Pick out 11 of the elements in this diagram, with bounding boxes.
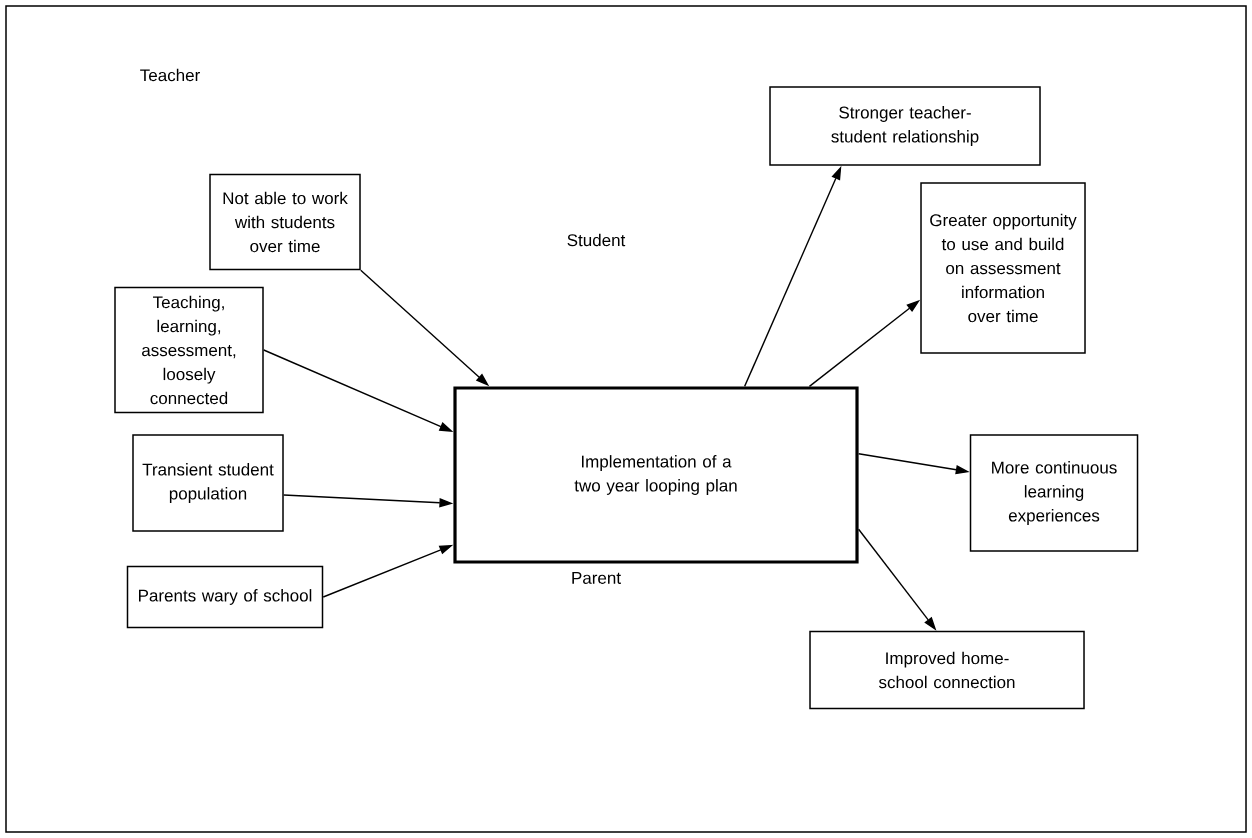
- group-label: Teacher: [140, 68, 200, 82]
- factor-box: Improved home-school connection: [809, 630, 1085, 710]
- factor-box: Stronger teacher-student relationship: [769, 86, 1041, 166]
- factor-box: Transient student population: [132, 434, 284, 532]
- factor-box: More continuous learning experiences: [969, 434, 1139, 552]
- central-box: Implementation of a two year looping plan: [453, 386, 859, 564]
- group-label: Student: [567, 233, 626, 247]
- factor-box: Not able to work with students over time: [209, 173, 361, 271]
- factor-box: Greater opportunity to use and build on assessment information over time: [920, 182, 1086, 354]
- factor-box: Teaching, learning, assessment, loosely connected: [114, 286, 264, 414]
- factor-box: Parents wary of school: [126, 565, 324, 629]
